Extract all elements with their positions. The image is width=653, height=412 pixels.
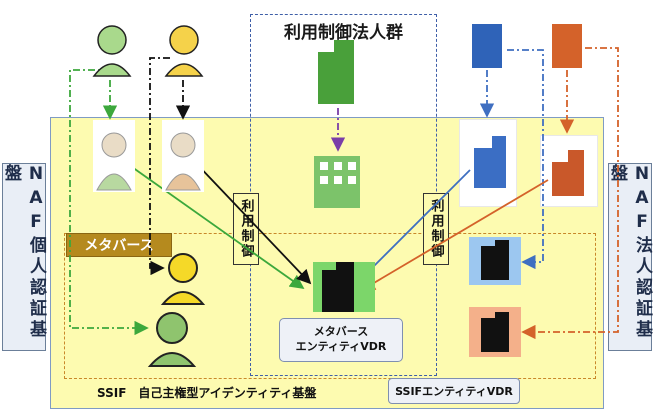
person-green-icon: [92, 25, 132, 77]
metaverse-label: メタバース: [66, 233, 172, 257]
blue-tile-building-icon: [481, 240, 509, 280]
vdr-line-2: エンティティVDR: [295, 340, 387, 353]
metaverse-building-icon: [313, 262, 375, 312]
ssif-entity-vdr: SSIFエンティティVDR: [388, 378, 520, 404]
elder-orange-icon: [162, 120, 204, 192]
blue-dashdot-arrows: [479, 49, 544, 270]
green-building-icon: [318, 40, 354, 104]
person-yellow-icon: [164, 25, 204, 77]
orange-dashdot-arrows: [521, 47, 619, 340]
elder-green-icon: [93, 120, 135, 192]
black-solid-arrow: [192, 159, 312, 285]
green-dashdot-arrows: [69, 69, 149, 336]
orange-tile-building-icon: [481, 312, 509, 352]
group-title: 利用制御法人群: [284, 23, 403, 43]
avatar-yellow-icon: [160, 253, 206, 305]
orange-solid-arrow: [360, 179, 549, 291]
ssif-platform-label: SSIF 自己主権型アイデンティティ基盤: [97, 386, 317, 400]
orange-corp-building-icon: [552, 24, 582, 68]
vdr-line-1: メタバース: [313, 325, 369, 339]
blue-building-card-icon: [474, 136, 506, 188]
metaverse-entity-vdr: メタバース エンティティVDR: [279, 318, 403, 362]
naf-individual-auth-label: NAF個人認証基盤: [1, 163, 46, 351]
blue-solid-arrow: [356, 169, 471, 284]
blue-corp-building-icon: [472, 24, 502, 68]
green-solid-arrow: [121, 159, 305, 290]
green-building-mid-icon: [314, 156, 360, 208]
metaverse-zone: [64, 233, 596, 379]
naf-corporate-auth-label: NAF法人認証基盤: [607, 163, 652, 351]
orange-building-card-icon: [552, 150, 584, 196]
black-dashdot-arrows: [149, 57, 191, 276]
avatar-green-icon: [147, 312, 197, 367]
